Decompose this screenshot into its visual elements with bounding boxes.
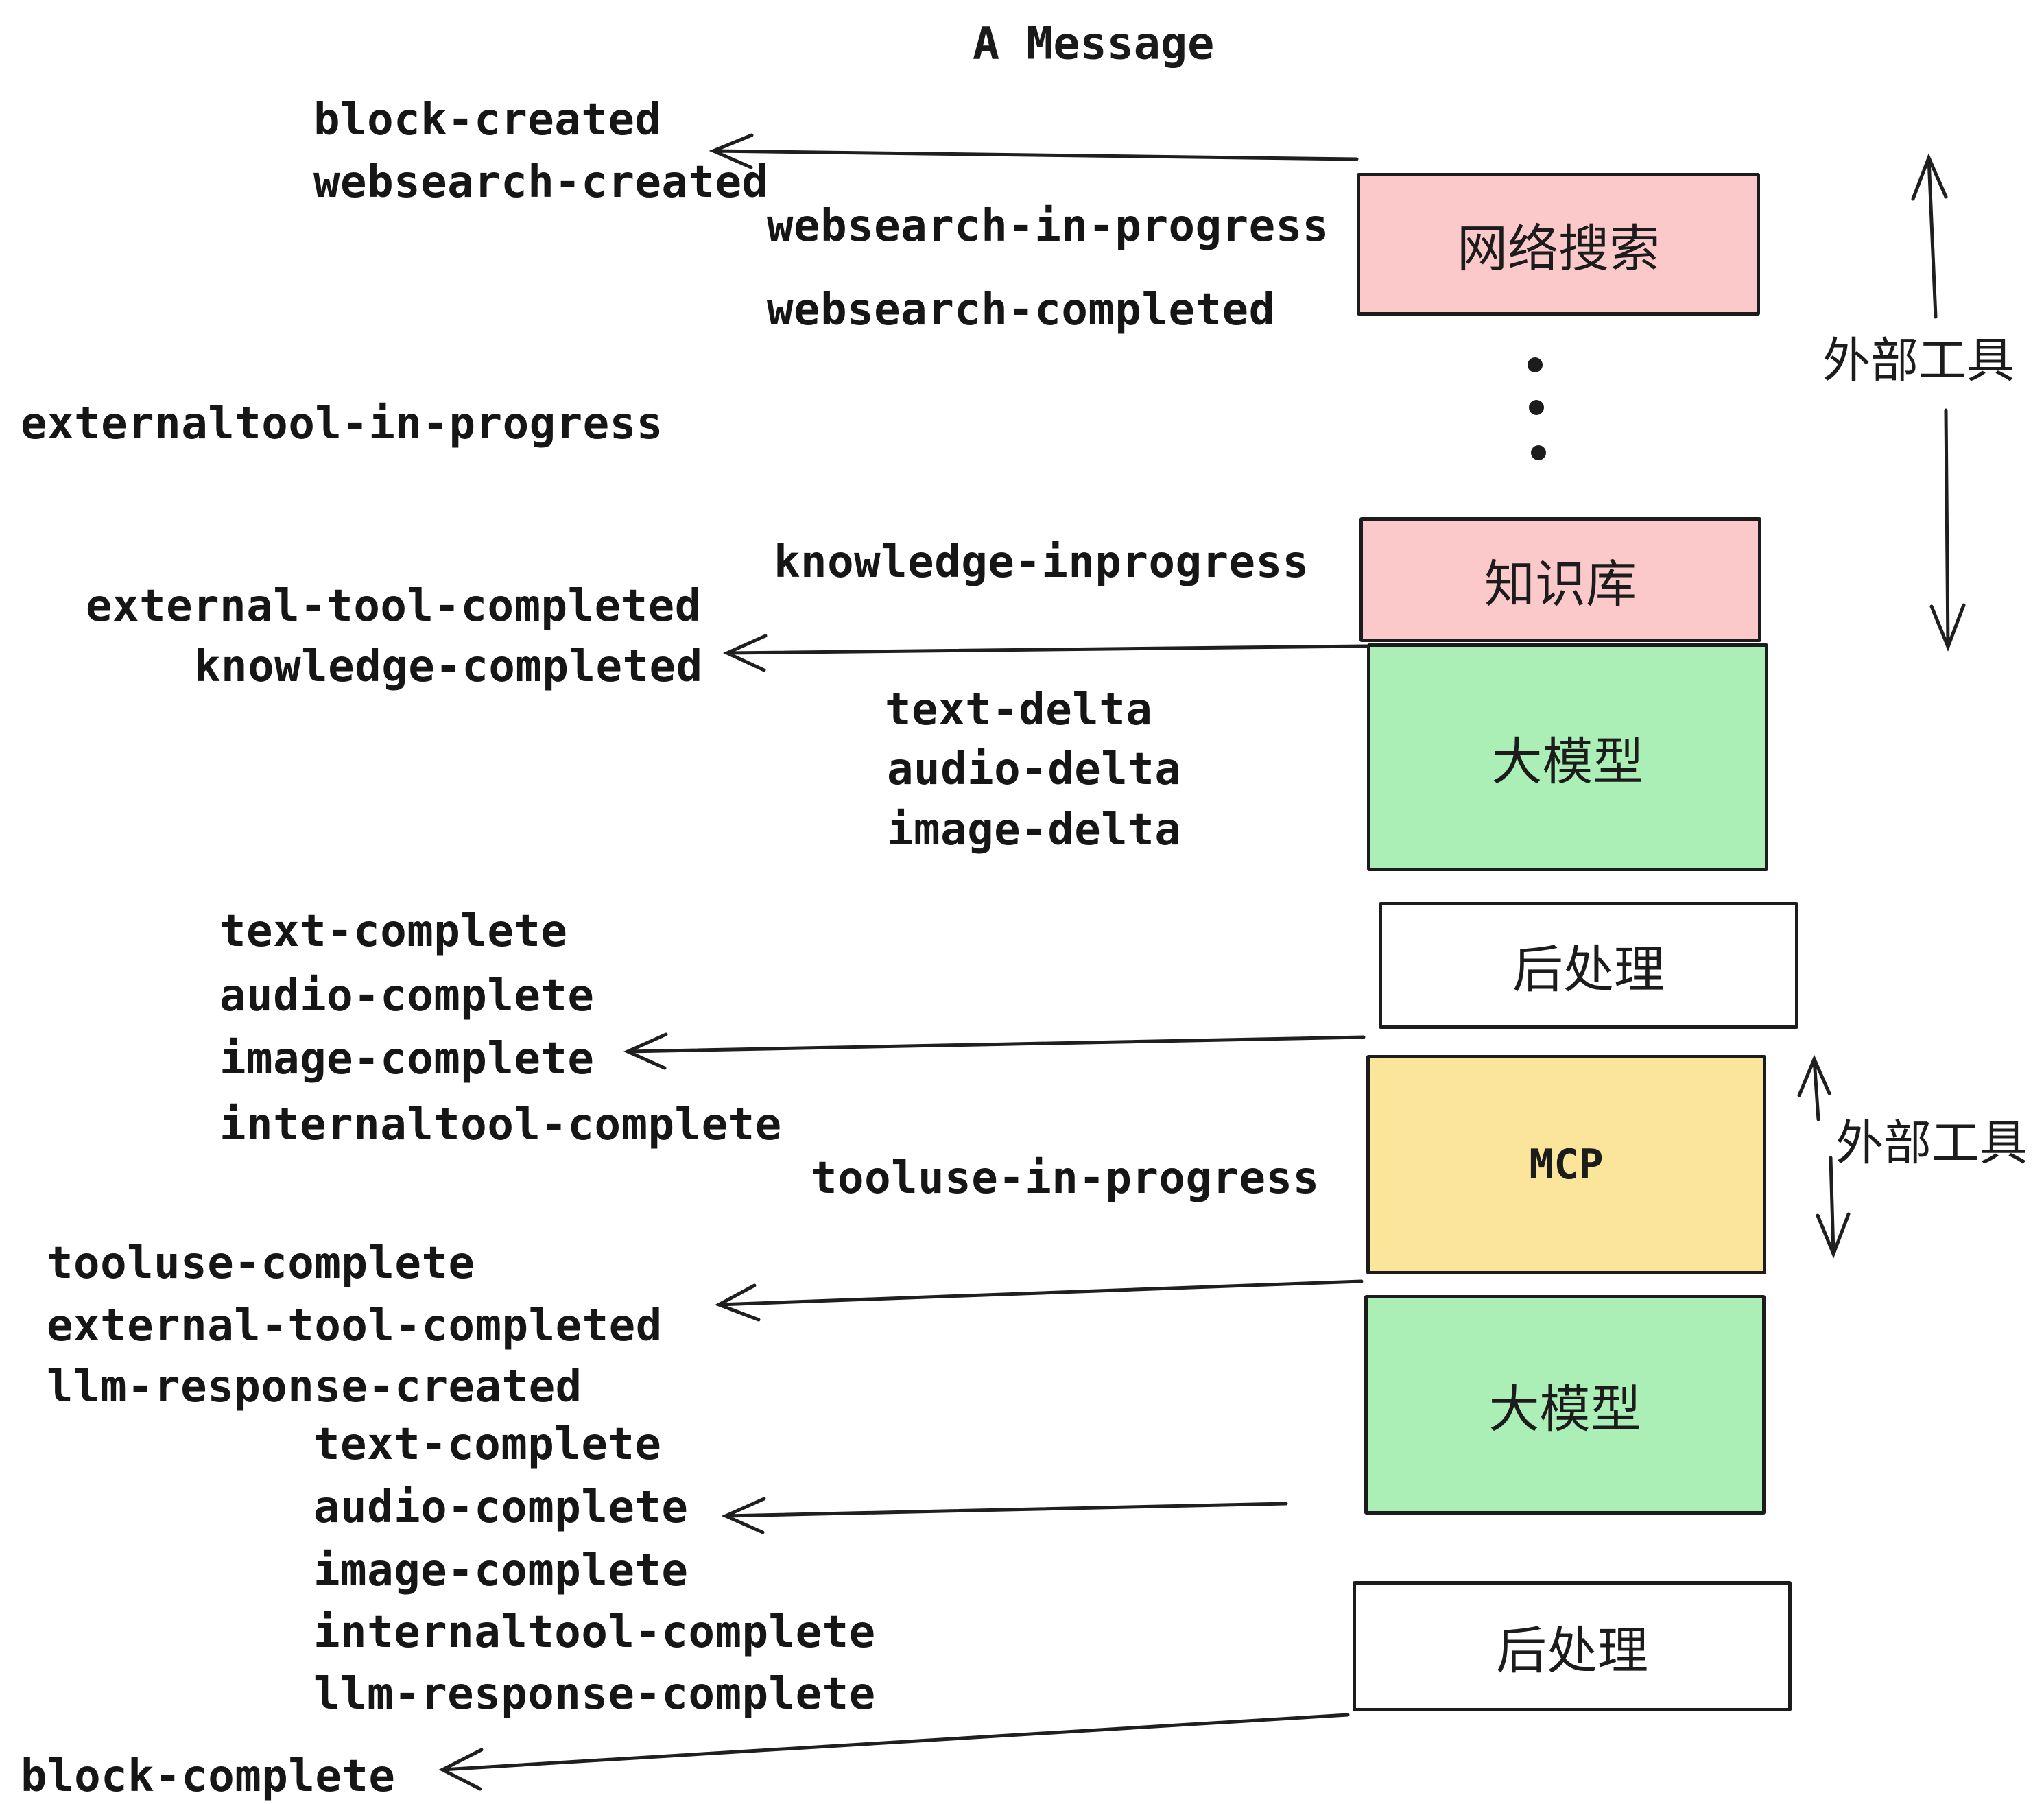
event-image-complete-2: image-complete (313, 1545, 689, 1596)
box-llm-2: 大模型 (1364, 1295, 1766, 1515)
box-mcp: MCP (1366, 1055, 1766, 1274)
box-postprocess-1: 后处理 (1379, 902, 1798, 1029)
ellipsis-dots (1528, 357, 1546, 460)
arrow-block-created (709, 133, 1359, 169)
event-audio-complete-2: audio-complete (313, 1482, 689, 1533)
box-web-search-label: 网络搜索 (1457, 219, 1660, 277)
event-tooluse-in-progress: tooluse-in-progress (811, 1153, 1320, 1204)
event-tooluse-complete: tooluse-complete (47, 1238, 475, 1289)
event-audio-complete: audio-complete (219, 971, 595, 1021)
box-llm-2-label: 大模型 (1488, 1380, 1641, 1438)
event-external-tool-completed-2: external-tool-completed (47, 1301, 663, 1351)
arrow-tooluse-complete (714, 1279, 1364, 1322)
box-llm-1: 大模型 (1367, 643, 1768, 871)
arrow-block-complete (438, 1713, 1350, 1791)
event-block-complete: block-complete (21, 1751, 396, 1802)
event-knowledge-inprogress: knowledge-inprogress (774, 537, 1309, 588)
box-web-search: 网络搜索 (1357, 173, 1760, 316)
event-audio-delta: audio-delta (887, 744, 1182, 795)
event-external-tool-completed: external-tool-completed (86, 581, 702, 632)
box-mcp-label: MCP (1529, 1141, 1604, 1189)
arrow-image-complete (623, 1032, 1366, 1070)
box-postprocess-1-label: 后处理 (1512, 941, 1665, 998)
event-image-complete: image-complete (219, 1034, 595, 1084)
box-postprocess-2-label: 后处理 (1496, 1622, 1648, 1679)
event-llm-response-created: llm-response-created (47, 1362, 582, 1412)
event-text-delta: text-delta (885, 685, 1153, 735)
event-websearch-in-progress: websearch-in-progress (767, 201, 1329, 252)
arrow-external-tools-mid-down (1816, 1156, 1851, 1259)
arrow-knowledge-completed (722, 634, 1368, 672)
arrow-external-tools-mid-up (1797, 1054, 1831, 1121)
event-websearch-created: websearch-created (313, 157, 769, 208)
box-llm-1-label: 大模型 (1491, 733, 1644, 790)
event-text-complete: text-complete (219, 906, 568, 957)
event-internaltool-complete: internaltool-complete (219, 1100, 782, 1150)
arrow-audio-complete (721, 1497, 1288, 1534)
event-internaltool-complete-2: internaltool-complete (313, 1607, 876, 1658)
side-label-external-tools-mid: 外部工具 (1835, 1116, 2028, 1170)
box-postprocess-2: 后处理 (1353, 1581, 1792, 1711)
arrow-external-tools-up (1911, 153, 1948, 319)
box-knowledge-base: 知识库 (1359, 517, 1761, 642)
event-text-complete-2: text-complete (313, 1419, 662, 1470)
side-label-external-tools-top: 外部工具 (1822, 333, 2015, 388)
arrow-external-tools-down (1929, 408, 1966, 652)
event-block-created: block-created (313, 95, 662, 145)
event-websearch-completed: websearch-completed (767, 285, 1276, 335)
box-knowledge-base-label: 知识库 (1484, 555, 1637, 613)
event-knowledge-completed: knowledge-completed (194, 641, 703, 692)
diagram-title: A Message (973, 18, 1215, 70)
event-llm-response-complete: llm-response-complete (313, 1669, 876, 1720)
event-image-delta: image-delta (887, 805, 1182, 855)
event-externaltool-in-progress: externaltool-in-progress (21, 399, 663, 449)
